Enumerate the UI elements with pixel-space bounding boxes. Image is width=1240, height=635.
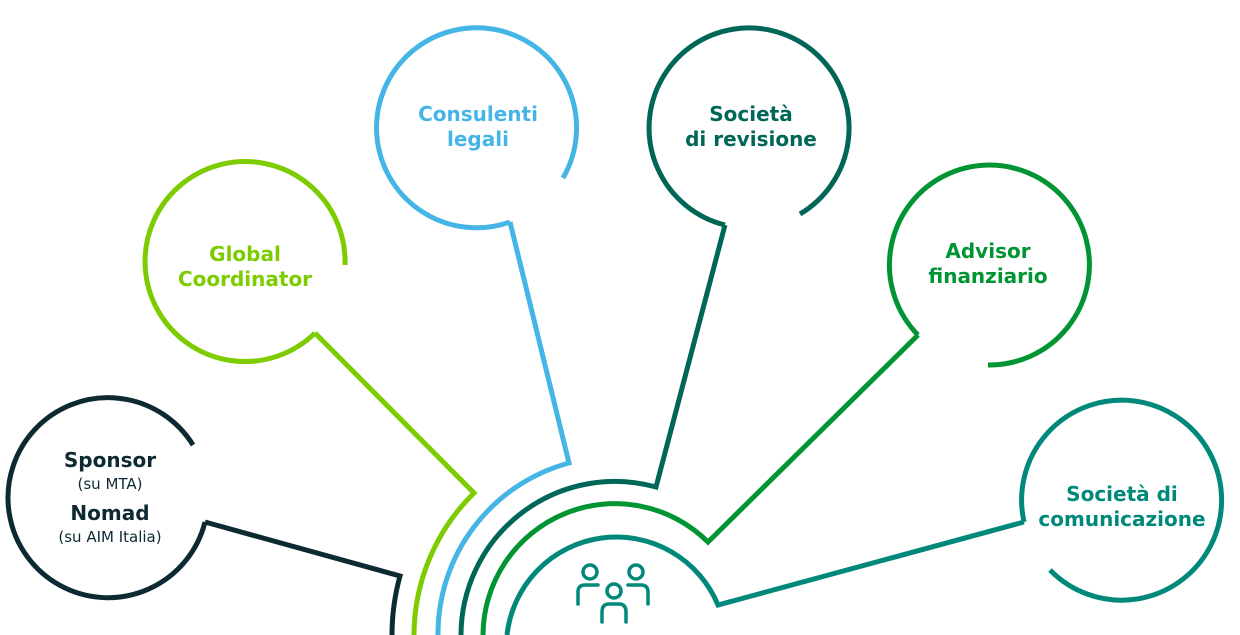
label-line2: comunicazione	[1038, 507, 1206, 531]
label-line2: Coordinator	[177, 267, 313, 291]
label-line1: Società	[709, 102, 793, 126]
nomad-note: (su AIM Italia)	[58, 528, 162, 546]
people-group-icon	[576, 563, 650, 624]
node-advisor-finanziario: Advisor finanziario	[928, 239, 1047, 289]
societa-revisione-connector	[458, 25, 852, 635]
node-global-coordinator: Global Coordinator	[178, 242, 312, 292]
label-line1: Consulenti	[418, 102, 538, 126]
sponsor-note: (su MTA)	[77, 475, 143, 493]
label-line1: Advisor	[945, 239, 1031, 263]
societa-comunicazione-connector	[504, 397, 1225, 635]
global-coordinator-connector	[142, 159, 478, 635]
node-consulenti-legali: Consulenti legali	[418, 102, 538, 152]
node-societa-comunicazione: Società di comunicazione	[1038, 482, 1205, 532]
advisor-finanziario-connector	[480, 162, 1092, 635]
sponsor-title: Sponsor	[63, 448, 157, 472]
node-societa-revisione: Società di revisione	[685, 102, 817, 152]
node-sponsor-nomad: Sponsor (su MTA) Nomad (su AIM Italia)	[58, 448, 161, 548]
label-line1: Global	[209, 242, 281, 266]
label-line2: finanziario	[928, 264, 1048, 288]
label-line2: legali	[447, 127, 509, 151]
label-line2: di revisione	[685, 127, 817, 151]
label-line1: Società di	[1066, 482, 1178, 506]
nomad-title: Nomad	[70, 501, 150, 525]
sponsor-connector	[5, 395, 404, 635]
consulenti-legali-connector	[374, 25, 579, 635]
